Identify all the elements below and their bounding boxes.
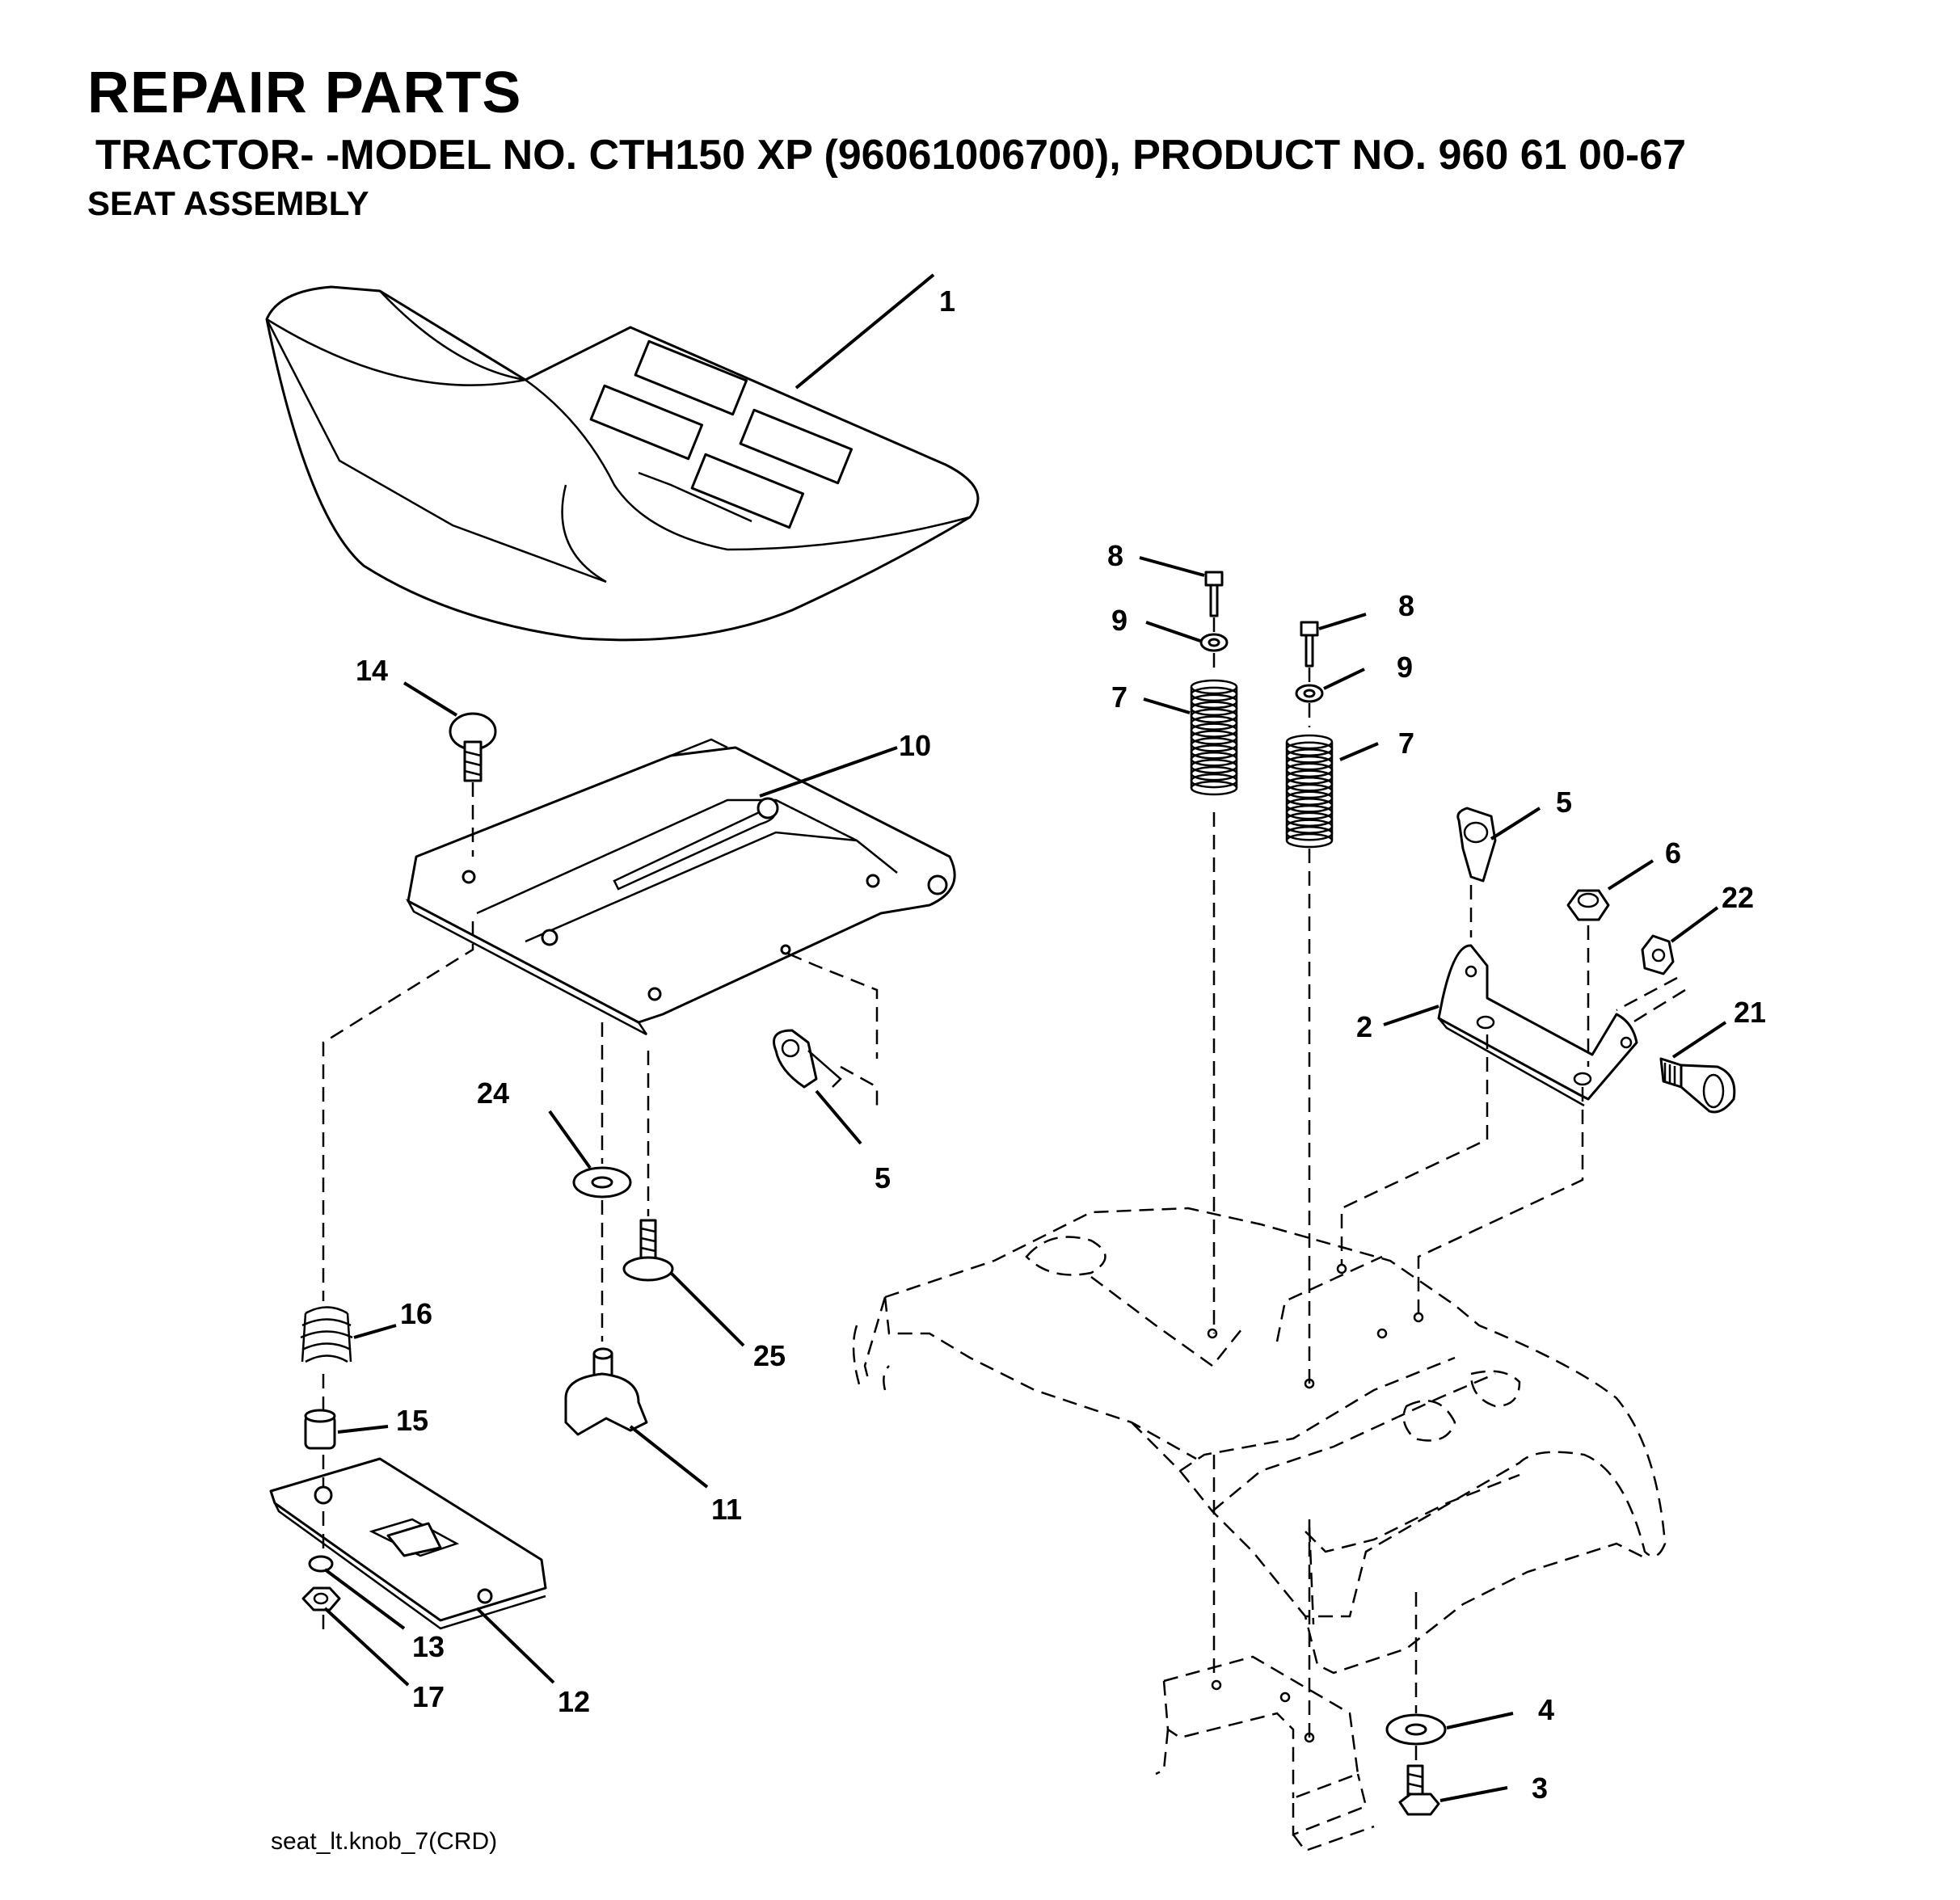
washer-9-right-part <box>1295 684 1324 703</box>
callout-11: 11 <box>711 1493 742 1526</box>
nut-17-part <box>301 1586 341 1611</box>
slide-bracket-part <box>269 1457 547 1630</box>
callout-24: 24 <box>477 1076 509 1110</box>
drawing-code: seat_lt.knob_7(CRD) <box>271 1828 498 1855</box>
callout-4: 4 <box>1538 1693 1554 1726</box>
carriage-bolt-part <box>449 712 497 782</box>
callout-7-left: 7 <box>1111 680 1128 714</box>
callout-9-right: 9 <box>1397 651 1413 684</box>
callout-3: 3 <box>1532 1772 1548 1805</box>
callout-1: 1 <box>939 284 955 318</box>
washer-24-part <box>572 1166 632 1199</box>
spring-16-part <box>300 1306 353 1363</box>
seat-part <box>265 285 980 642</box>
bolt-21-part <box>1659 1057 1736 1114</box>
callout-16: 16 <box>400 1297 432 1330</box>
nut-22-part <box>1641 934 1675 975</box>
bolt-3-part <box>1398 1764 1440 1816</box>
section-title: SEAT ASSEMBLY <box>87 184 369 222</box>
bolt-8-right-part <box>1300 621 1319 668</box>
callout-7-right: 7 <box>1398 727 1414 760</box>
clip-part-left <box>773 1029 842 1089</box>
callout-6: 6 <box>1665 836 1681 870</box>
callout-8-left: 8 <box>1107 539 1123 572</box>
callout-15: 15 <box>396 1404 428 1437</box>
clip-part-right <box>1456 807 1497 883</box>
callout-17: 17 <box>412 1680 445 1713</box>
callout-13: 13 <box>412 1630 445 1663</box>
bolt-8-left-part <box>1204 571 1224 617</box>
washer-9-left-part <box>1199 633 1229 652</box>
washer-4-part <box>1385 1713 1447 1746</box>
assembly-lines <box>322 617 1686 1762</box>
spacer-15-part <box>304 1409 336 1450</box>
lock-washer-13-part <box>308 1555 334 1573</box>
callout-10: 10 <box>899 729 931 762</box>
callout-labels: 1 10 14 5 24 25 16 15 13 17 12 11 8 9 7 … <box>356 284 1766 1805</box>
callout-5-right: 5 <box>1556 786 1572 819</box>
knob-part <box>564 1347 648 1436</box>
callout-2: 2 <box>1356 1010 1372 1043</box>
callout-12: 12 <box>558 1685 590 1718</box>
page-title: REPAIR PARTS <box>87 61 522 125</box>
shoulder-bolt-part <box>622 1219 674 1282</box>
bracket-2-part <box>1437 944 1638 1107</box>
model-subtitle: TRACTOR- -MODEL NO. CTH150 XP (960610067… <box>95 132 1687 179</box>
callout-22: 22 <box>1722 881 1754 914</box>
leader-lines <box>323 273 1727 1802</box>
seat-pan-part <box>405 738 956 1036</box>
callout-25: 25 <box>753 1339 786 1372</box>
callout-9-left: 9 <box>1111 604 1128 637</box>
spring-7-right-part <box>1285 734 1334 849</box>
callout-5-left: 5 <box>875 1161 891 1194</box>
callout-8-right: 8 <box>1398 589 1414 622</box>
nut-6-part <box>1566 889 1610 921</box>
spring-7-left-part <box>1190 679 1238 796</box>
callout-21: 21 <box>1734 996 1766 1029</box>
fender-frame-reference <box>852 1207 1667 1852</box>
callout-14: 14 <box>356 654 388 687</box>
